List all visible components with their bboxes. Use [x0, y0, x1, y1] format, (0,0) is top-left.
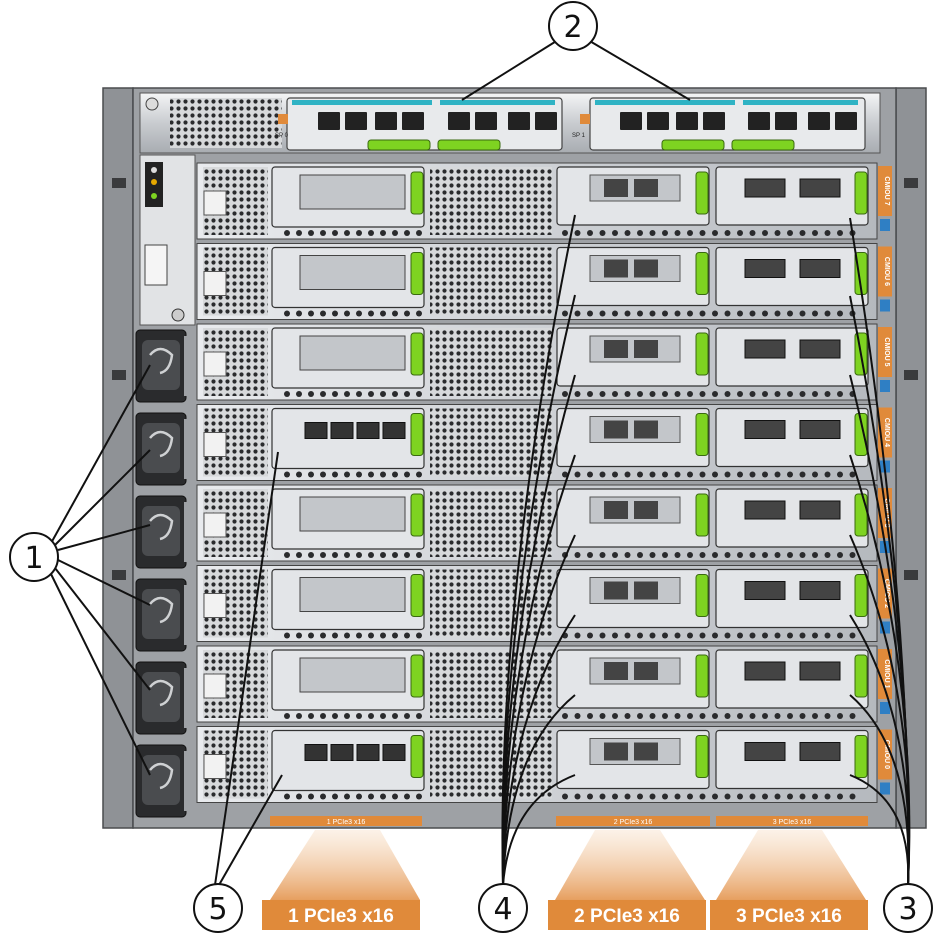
cmiou-slot-1: CMIOU 6	[196, 243, 892, 320]
cmiou-label-1: CMIOU 6	[883, 257, 890, 286]
cmiou-slot-2: CMIOU 5	[196, 323, 892, 401]
callout-3: 3	[883, 883, 933, 933]
pcie-strip-3	[716, 816, 868, 826]
cmiou-slot-4: CMIOU 3	[196, 484, 892, 562]
leader-lines	[49, 39, 911, 886]
callout-1-label: 1	[24, 541, 43, 576]
cmiou-slot-7: CMIOU 0	[196, 726, 892, 803]
pcie-beam-3	[716, 830, 866, 900]
callout-4-label: 4	[493, 892, 512, 927]
pcie-tag-2	[548, 900, 706, 930]
status-indicator-panel	[139, 154, 196, 326]
callouts: 1 2 3 4 5	[9, 1, 933, 933]
service-processor-1: SP 1	[572, 97, 866, 151]
callout-2: 2	[548, 1, 598, 51]
pcie-tag-1-label: 1 PCIe3 x16	[288, 906, 394, 927]
cmiou-slot-5: CMIOU 2	[196, 565, 892, 642]
pcie-beam-1	[270, 830, 420, 900]
power-supply-0	[135, 329, 190, 403]
power-supply-3	[135, 578, 190, 652]
pcie-strip-1	[270, 816, 422, 826]
pcie-strip-2-label: 2 PCIe3 x16	[614, 819, 653, 826]
callout-3-label: 3	[898, 892, 917, 927]
cmiou-label-3: CMIOU 4	[883, 418, 890, 447]
service-processor-0: SP 0	[275, 97, 563, 151]
callout-5-label: 5	[208, 892, 227, 927]
pcie-tags: 1 PCIe3 x16 2 PCIe3 x16 3 PCIe3 x16	[262, 830, 868, 930]
cmiou-label-6: CMIOU 1	[883, 659, 890, 688]
callout-4: 4	[478, 883, 528, 933]
power-supplies	[135, 329, 190, 818]
cmiou-slot-3: CMIOU 4	[196, 404, 892, 481]
callout-5: 5	[193, 883, 243, 933]
cmiou-slot-0: CMIOU 7	[196, 162, 892, 240]
cmiou-label-0: CMIOU 7	[883, 176, 890, 205]
pcie-tag-2-label: 2 PCIe3 x16	[574, 906, 680, 927]
cmiou-slot-6: CMIOU 1	[196, 645, 892, 723]
pcie-strip-1-label: 1 PCIe3 x16	[327, 819, 366, 826]
cmiou-label-2: CMIOU 5	[883, 337, 890, 366]
callout-2-label: 2	[563, 10, 582, 45]
pcie-beam-2	[555, 830, 705, 900]
pcie-tag-3	[710, 900, 868, 930]
sp-label-0: SP 0	[275, 133, 289, 139]
pcie-tag-3-label: 3 PCIe3 x16	[736, 906, 842, 927]
pcie-strip-2	[556, 816, 710, 826]
sp-label-1: SP 1	[572, 133, 586, 139]
power-supply-2	[135, 495, 190, 569]
power-supply-1	[135, 412, 190, 486]
pcie-tag-1	[262, 900, 420, 930]
pcie-slot-strips: 1 PCIe3 x16 2 PCIe3 x16 3 PCIe3 x16	[270, 816, 868, 826]
power-supply-4	[135, 661, 190, 735]
pcie-strip-3-label: 3 PCIe3 x16	[773, 819, 812, 826]
callout-1: 1	[9, 532, 59, 582]
power-supply-5	[135, 744, 190, 818]
cmiou-label-7: CMIOU 0	[883, 740, 890, 769]
